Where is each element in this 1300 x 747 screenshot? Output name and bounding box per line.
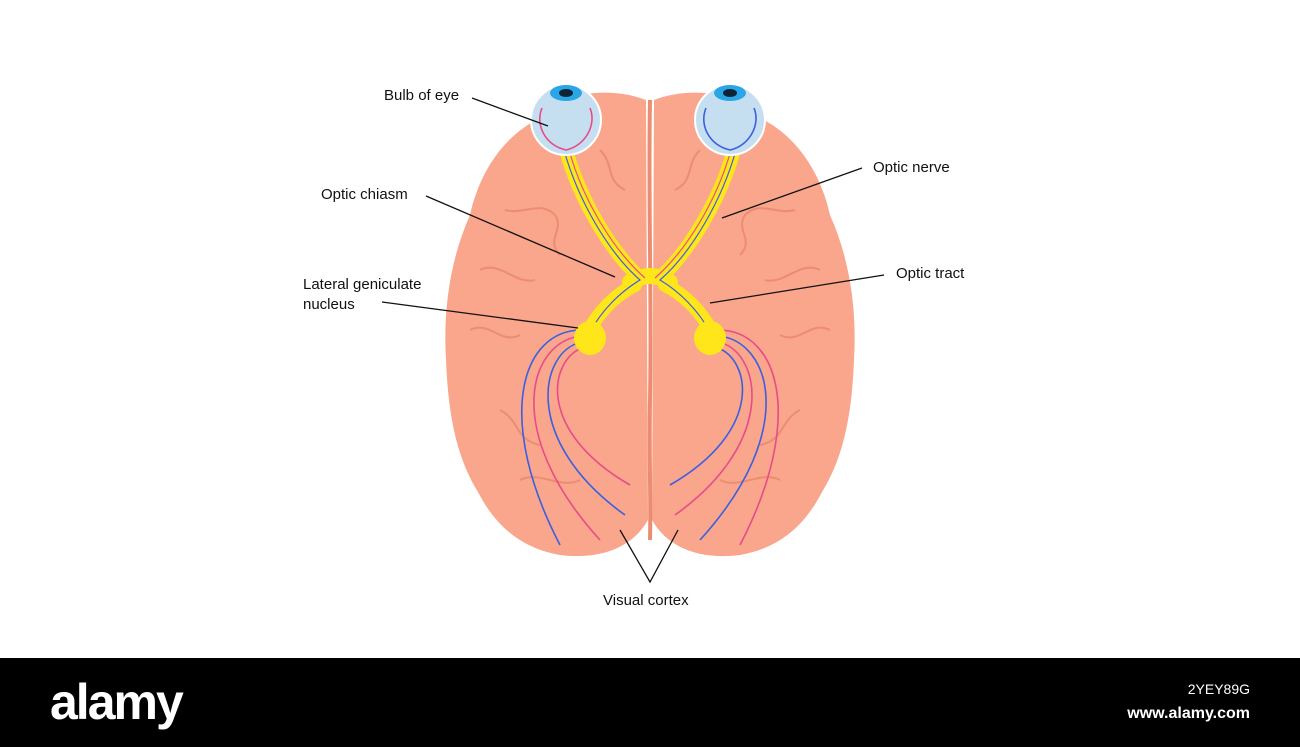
nerve-fiber-right-blue [658,149,737,333]
eyeball-right [694,84,766,156]
radiation-left-blue-1 [521,329,583,546]
radiation-right-pink-1 [699,335,767,541]
leader-bulb-of-eye [471,97,549,127]
leader-visual-cortex [619,529,679,584]
visual-pathway-diagram [381,84,885,584]
radiation-left-pink-1 [533,335,601,541]
nerve-fiber-left-blue [563,149,642,333]
eyeball-left [530,84,602,156]
leader-lines [381,97,885,584]
nerve-fiber-left-pink [568,149,646,279]
optic-nerve-left [559,143,647,285]
site-url: www.alamy.com [1127,705,1250,722]
label-optic-tract: Optic tract [896,265,965,282]
longitudinal-fissure [647,99,653,541]
optic-pathway [559,143,741,355]
leader-lateral-geniculate-nucleus [381,301,579,329]
label-optic-nerve: Optic nerve [873,159,950,176]
image-id: 2YEY89G [1187,681,1250,697]
lateral-geniculate-nucleus-right [694,321,726,355]
radiation-left-pink-2 [556,347,631,486]
label-optic-chiasm: Optic chiasm [321,186,408,203]
label-lateral-geniculate-nucleus: Lateral geniculate nucleus [303,276,422,313]
radiation-right-blue-2 [674,341,753,516]
footer-bar: alamy 2YEY89G www.alamy.com [0,658,1300,747]
label-visual-cortex: Visual cortex [603,592,689,609]
lateral-geniculate-nucleus-left [574,321,606,355]
sulci [469,149,831,484]
leader-optic-tract [709,274,885,304]
leader-optic-nerve [721,167,863,219]
label-bulb-of-eye: Bulb of eye [384,87,460,104]
optic-nerve-right [653,143,741,285]
leader-optic-chiasm [425,195,616,278]
nerve-fiber-right-pink [654,149,732,279]
brain [445,92,855,557]
radiation-right-blue-1 [717,329,779,546]
optic-radiations [521,329,779,546]
radiation-left-blue-2 [547,341,626,516]
right-hemisphere [652,92,855,557]
radiation-right-pink-2 [669,347,744,486]
brand-logo: alamy [50,674,184,730]
